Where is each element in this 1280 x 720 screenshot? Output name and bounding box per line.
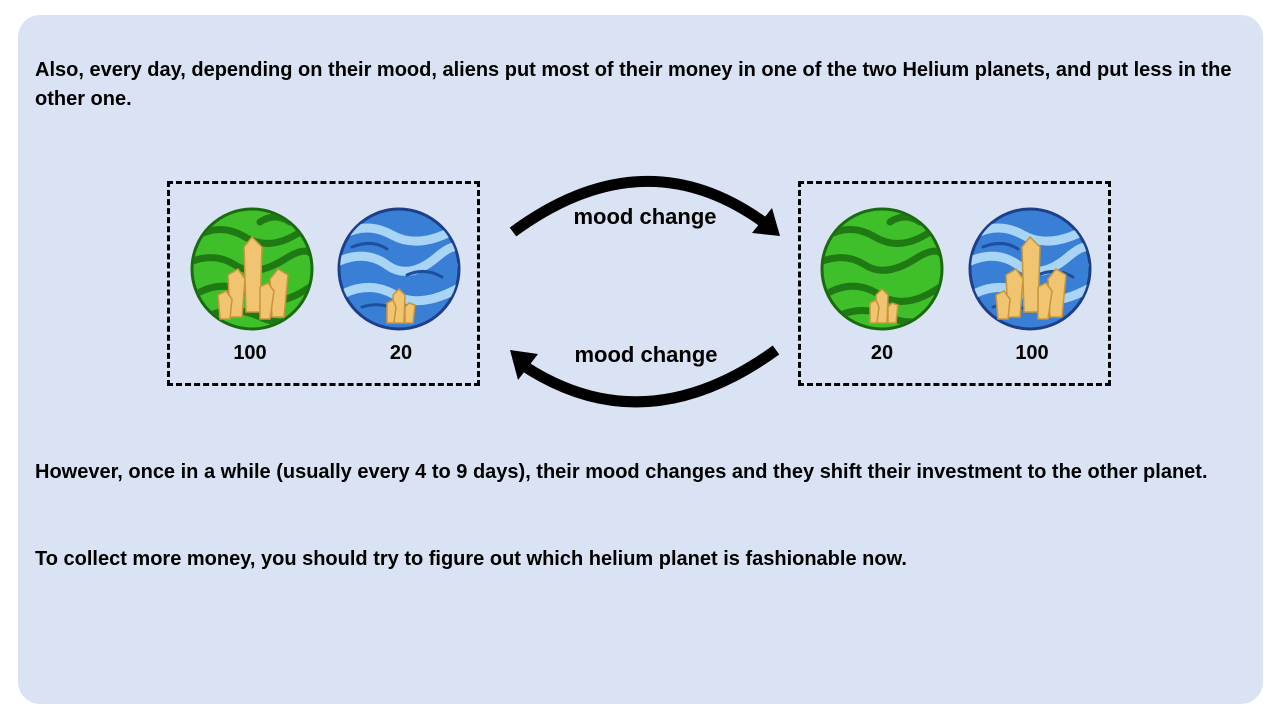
left-blue-amount: 20 [389,342,413,364]
intro-text: Also, every day, depending on their mood… [35,59,1232,110]
green-helium-planet-icon [820,207,944,331]
bottom-arrow-label: mood change [574,342,718,367]
right-green-amount: 20 [870,342,894,364]
top-arrow-label: mood change [573,204,717,229]
blue-helium-planet-icon [968,207,1092,331]
left-state-box [167,181,480,386]
top-arrow-icon [509,176,770,237]
top-arrowhead-icon [752,208,780,236]
left-green-amount: 100 [233,342,267,364]
green-helium-planet-icon [190,207,314,331]
content-panel [18,15,1263,704]
right-state-box [798,181,1111,386]
blue-helium-planet-icon [337,207,461,331]
however-text: However, once in a while (usually every … [35,461,1208,483]
bottom-arrow-icon [520,345,780,408]
bottom-arrowhead-icon [510,350,538,380]
collect-text: To collect more money, you should try to… [35,548,907,570]
right-blue-amount: 100 [1015,342,1049,364]
